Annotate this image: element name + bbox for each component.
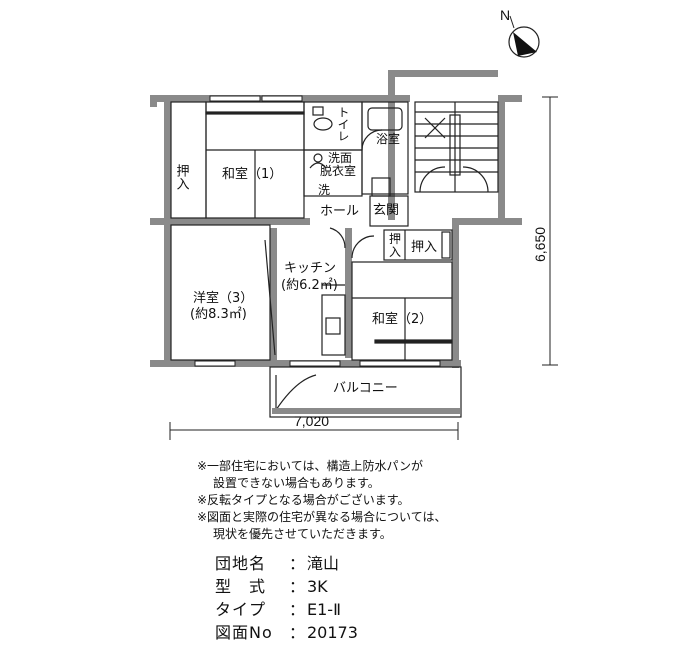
info-value: E1-Ⅱ [307, 600, 341, 619]
info-row-taipu: タイプ：E1-Ⅱ [215, 600, 341, 619]
label-oshiire-right: 押入 [411, 240, 437, 255]
label-youshitsu-3: 洋室（3） [193, 290, 253, 306]
info-key: 団地名 [215, 554, 267, 573]
info-key: 図面No [215, 623, 273, 642]
label-oshiire-small: 押入 [389, 232, 401, 259]
north-arrow-icon: N [500, 7, 540, 58]
dimension-width: 7,020 [169, 413, 459, 440]
north-label: N [500, 7, 510, 23]
info-key: タイプ [215, 600, 267, 619]
info-block: 団地名：滝山 型 式：3K タイプ：E1-Ⅱ 図面No：20173 [215, 552, 358, 644]
label-hall: ホール [320, 204, 359, 219]
label-toilet: トイレ [336, 106, 350, 142]
info-value: 3K [307, 577, 328, 596]
label-kitchen: キッチン [284, 261, 336, 276]
info-row-type: 型 式：3K [215, 577, 328, 596]
note-line: ※反転タイプとなる場合がございます。 [197, 493, 410, 507]
windows [194, 95, 441, 367]
note-line: ※図面と実際の住宅が異なる場合については、 [197, 510, 447, 524]
info-row-danchi: 団地名：滝山 [215, 554, 340, 573]
label-oshiire-left: 押入 [174, 164, 190, 190]
label-balcony: バルコニー [333, 381, 398, 396]
label-senmen: 洗面脱衣室 [320, 151, 356, 178]
label-youshitsu-3-area: (約8.3㎡) [190, 307, 247, 322]
label-bath: 浴室 [376, 131, 400, 146]
label-washitsu-2: 和室（2） [372, 311, 432, 327]
info-key: 型 式 [215, 577, 267, 596]
info-value: 滝山 [307, 554, 340, 573]
dimension-height-label: 6,650 [532, 227, 548, 262]
note-line: ※一部住宅においては、構造上防水パンが [197, 459, 424, 473]
label-sen: 洗 [318, 183, 330, 197]
info-row-zumen: 図面No：20173 [215, 623, 358, 642]
info-value: 20173 [307, 623, 358, 642]
dimension-width-label: 7,020 [294, 413, 329, 429]
notes: ※一部住宅においては、構造上防水パンが 設置できない場合もあります。 ※反転タイ… [197, 458, 527, 543]
note-line: 設置できない場合もあります。 [213, 476, 380, 490]
room-labels: 押入 和室（1） トイレ 洗面脱衣室 洗 浴室 ホール 玄関 押入 押入 キッチ… [174, 106, 438, 396]
dimension-height: 6,650 [532, 96, 558, 366]
floor-plan: N [150, 7, 558, 440]
label-washitsu-1: 和室（1） [222, 166, 282, 182]
label-kitchen-area: (約6.2㎡) [281, 278, 338, 293]
interior-lines [170, 101, 499, 418]
label-genkan: 玄関 [373, 203, 399, 218]
note-line: 現状を優先させていただきます。 [213, 527, 392, 541]
